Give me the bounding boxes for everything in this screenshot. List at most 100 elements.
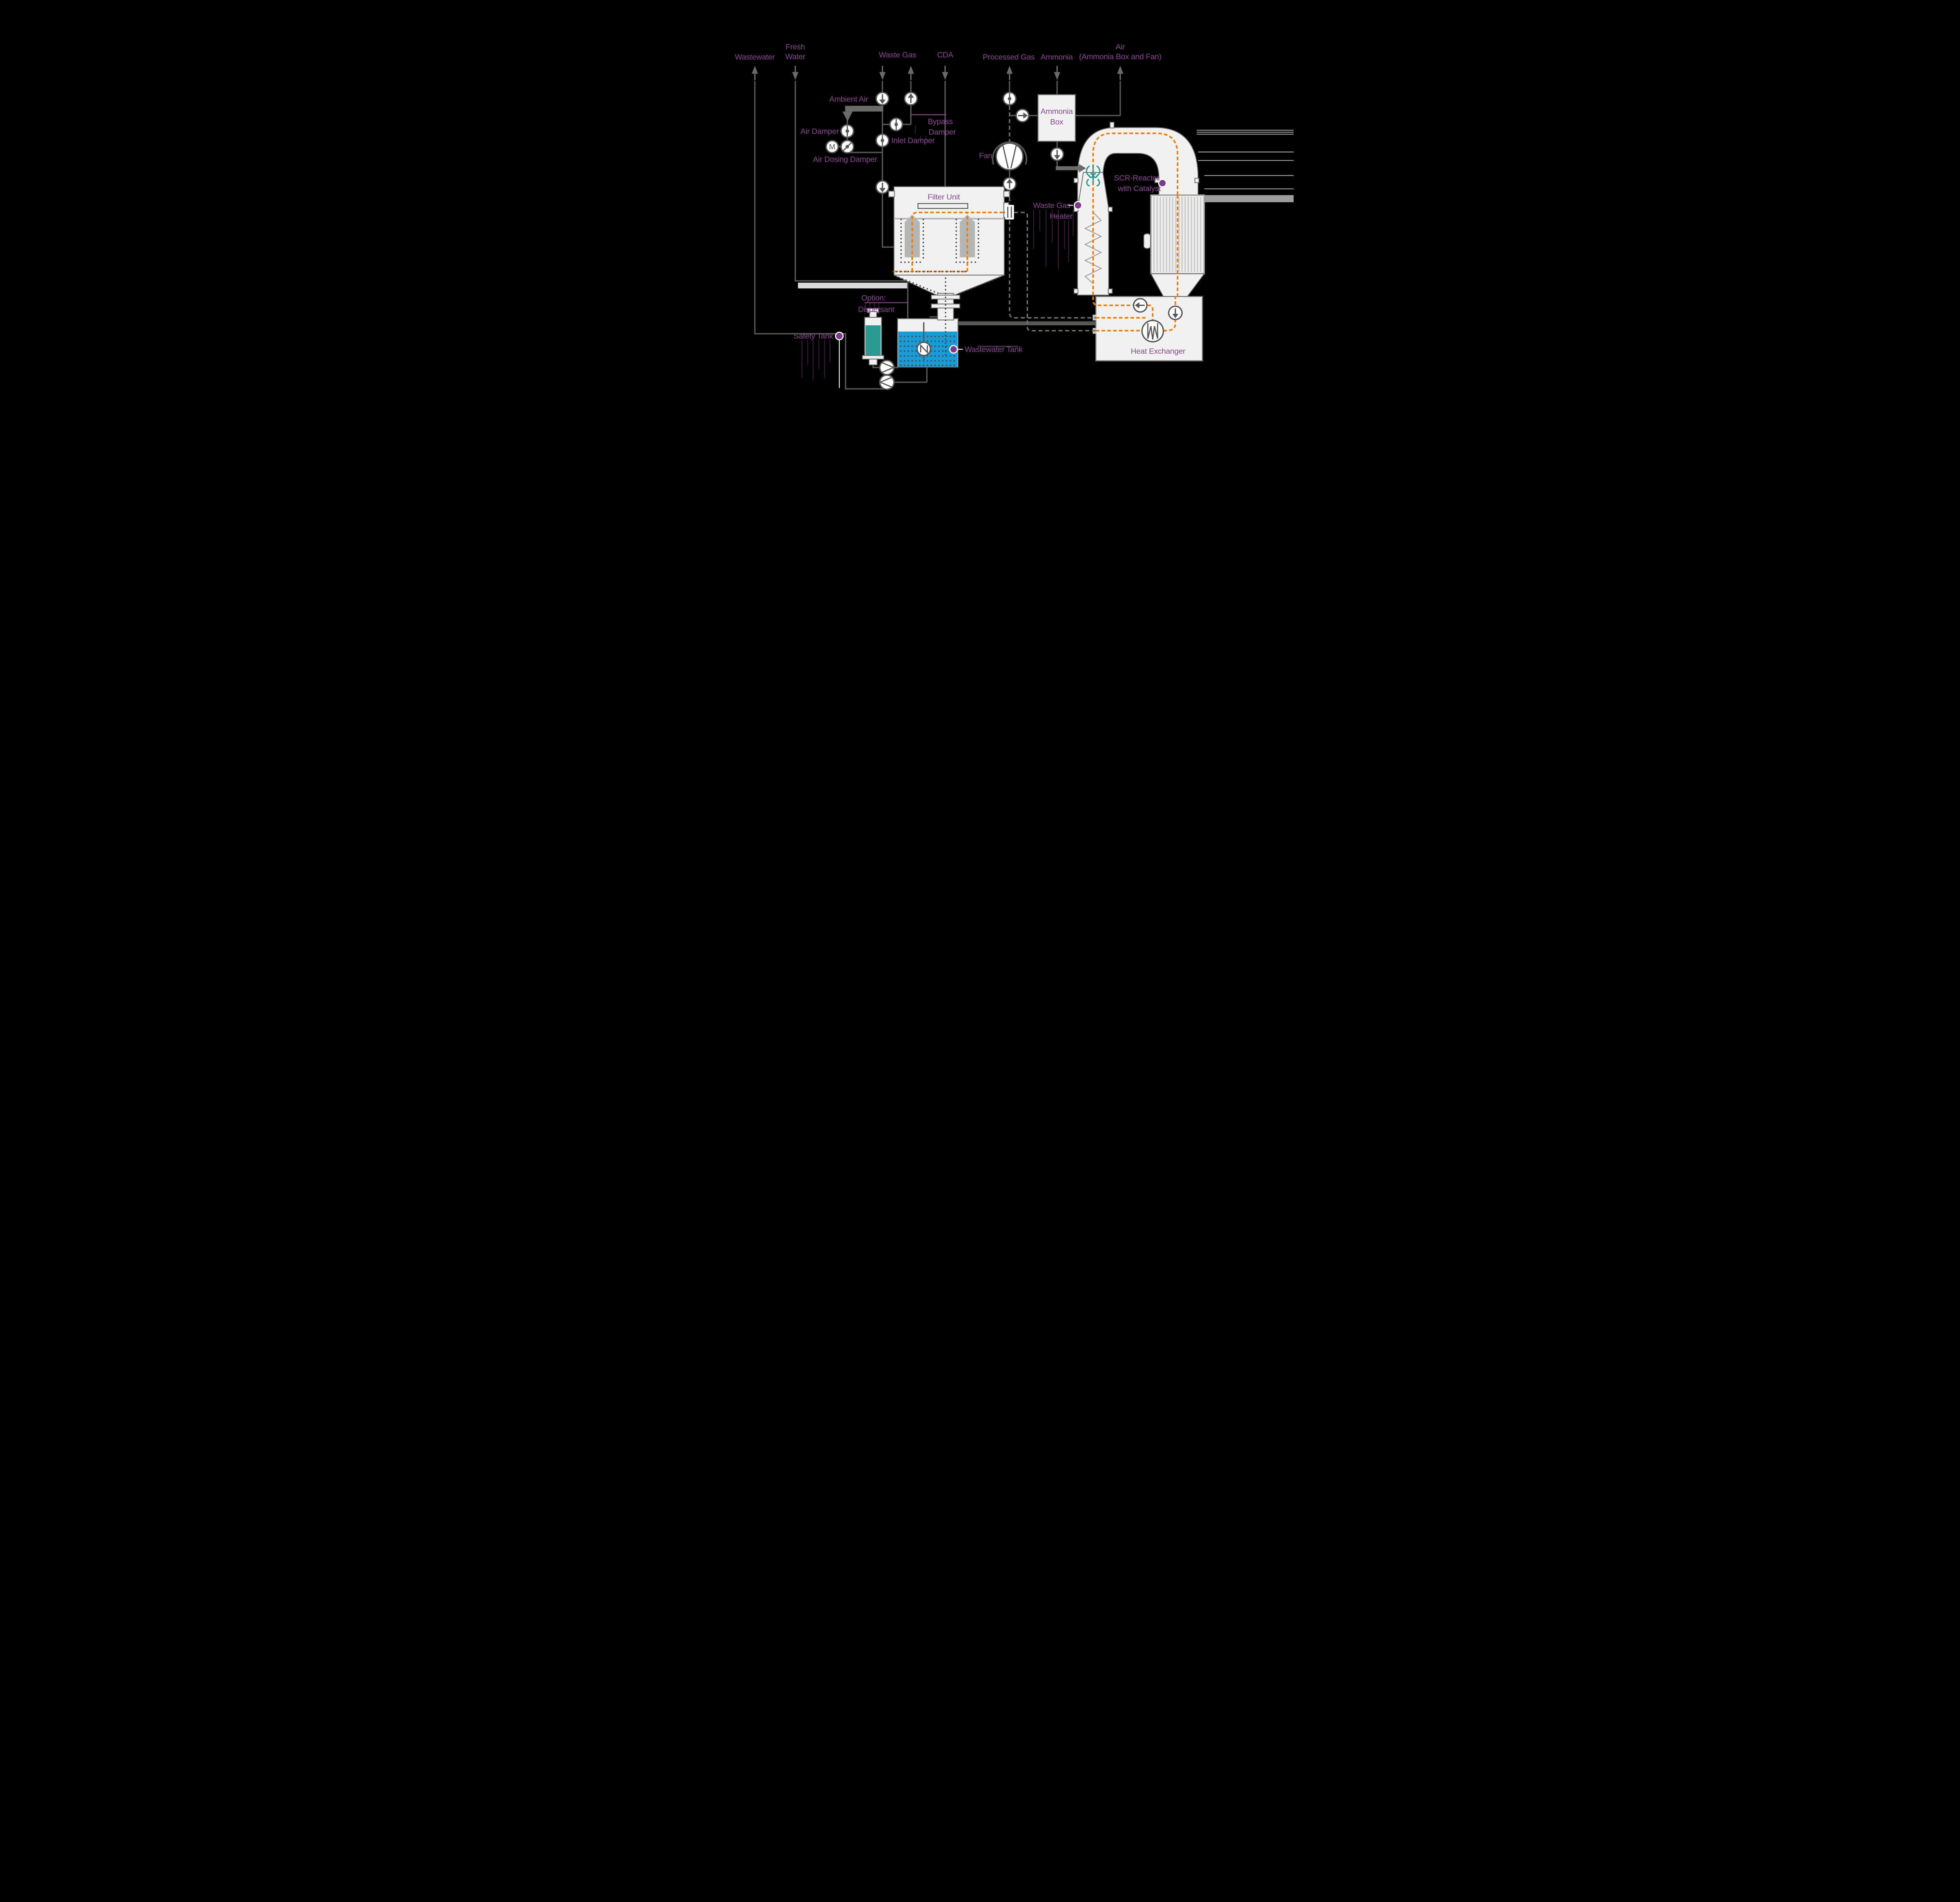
label-motor: M [829,143,835,151]
dispersant-tank [862,308,884,365]
processed-gas-damper [1002,92,1016,106]
arrow-up-wastegas-out [907,65,914,80]
heater-flange-bl [1073,288,1079,294]
label-wastegas: Waste Gas [879,51,916,59]
heater-dot [1073,201,1083,210]
label-ammonia: Ammonia [1041,53,1073,62]
arrow-down-cda [942,65,948,80]
offpage-ducts [1196,130,1294,202]
label-freshwater-2: Water [785,53,806,61]
label-inlet-damper: Inlet Damper [891,136,935,145]
catalyst-outlet-duct [1204,195,1294,202]
label-bypass-1: Bypass [928,117,953,126]
arrow-up-wastewater [751,65,758,80]
catalyst-channels [1153,197,1201,272]
label-safety-tank: Safety Tank [793,332,833,341]
glitch-streaks [801,125,1074,380]
label-wastewater-tank: Wastewater Tank [965,345,1023,354]
dispersant-liquid [866,325,881,355]
arrow-up-processed [1006,65,1013,80]
flow-right-ammonia-in [1015,109,1029,123]
label-heater-2: Heater [1050,212,1073,221]
mixer-icon [1085,165,1101,187]
label-scr-2: with Catalyst [1118,185,1161,193]
arrow-down-freshwater [792,65,799,80]
flow-filter-bags [911,211,1004,272]
instruments [825,92,1183,356]
cda-manifold [917,203,968,209]
flow-down-wastegas [875,92,889,106]
flange-nub-1 [1073,178,1079,183]
wastegas-inlet-pipe [882,81,895,248]
fan [992,141,1027,170]
label-heat-exchanger: Heat Exchanger [1131,347,1186,356]
filter-hopper [894,274,1005,296]
filter-unit [888,186,1010,296]
ammonia-injection [1056,164,1101,187]
arrow-up-air [1117,65,1123,80]
air-to-ammonia-box-pipe [1009,81,1121,116]
ammonia-box [1037,94,1076,142]
hopper-dots [898,276,1000,294]
pump-1 [879,359,895,375]
label-dispersant: Dispersant [858,305,895,314]
discharge-flange-2 [931,303,960,308]
process-diagram-stage: Wastewater Fresh Water Waste Gas CDA Pro… [666,0,1294,432]
scr-dot [1158,179,1167,188]
label-heater-1: Waste Gas [1033,201,1071,210]
label-ammonia-box-2: Box [1050,118,1063,127]
flow-up-wastegas-out [904,92,918,106]
fan-housing-arc [992,141,1027,165]
label-air-1: Air [1116,43,1125,51]
injection-lance [1056,166,1079,170]
dispersant-flange [862,355,884,360]
label-option: Option: [861,294,886,303]
tank-to-he-duct [955,321,1096,326]
heater-flange-br [1108,288,1113,294]
label-ammonia-box-1: Ammonia [1041,107,1073,116]
label-processed-gas: Processed Gas [983,53,1035,62]
freshwater-shadow-band [798,283,908,288]
injection-arrow [1079,164,1086,172]
label-air-dosing-damper: Air Dosing Damper [813,155,877,164]
air-dosing-damper [840,140,855,154]
wastewater-pipe [754,81,887,390]
pumps [878,359,895,390]
arch-nozzle [1109,121,1114,129]
pump-1-glyph [882,362,895,373]
safety-tank-dot [835,332,844,341]
tank-dot [949,345,958,354]
flange-nub-3 [1194,178,1200,183]
inlet-damper [875,133,889,147]
flow-down-filter-inlet [875,180,889,194]
stream-arrows [751,65,1123,80]
label-cda: CDA [937,51,953,59]
tank-level-symbol [916,341,931,356]
filter-nub-l [888,190,895,198]
flow-he-bottom [1096,296,1176,332]
pump-2-glyph [878,377,892,388]
heater-flange-r [1108,207,1113,212]
freshwater-pipe [795,81,909,321]
heat-exchanger-symbol [1141,319,1164,343]
scr-manhole [1143,233,1151,249]
label-filter-unit: Filter Unit [927,193,960,201]
bypass-damper [889,117,903,132]
process-diagram: Wastewater Fresh Water Waste Gas CDA Pro… [666,0,1294,432]
motor-circle [825,140,839,154]
dash-fan-to-he [1009,220,1096,319]
label-fan: Fan [979,152,993,160]
flow-down-he [1168,305,1183,321]
flow-he-top [1092,296,1154,321]
arrow-down-wastegas [879,65,886,80]
air-damper [840,124,855,138]
marker-dots [835,179,1167,354]
label-air-damper: Air Damper [800,127,839,136]
leader-lines [838,114,1073,388]
flow-left-he [1133,298,1148,313]
label-wastewater: Wastewater [735,53,775,62]
line-crossing-symbol [1005,205,1014,220]
fan-wheel [995,142,1024,170]
crossover-duct [1077,127,1199,209]
fan-blades [1002,145,1017,169]
